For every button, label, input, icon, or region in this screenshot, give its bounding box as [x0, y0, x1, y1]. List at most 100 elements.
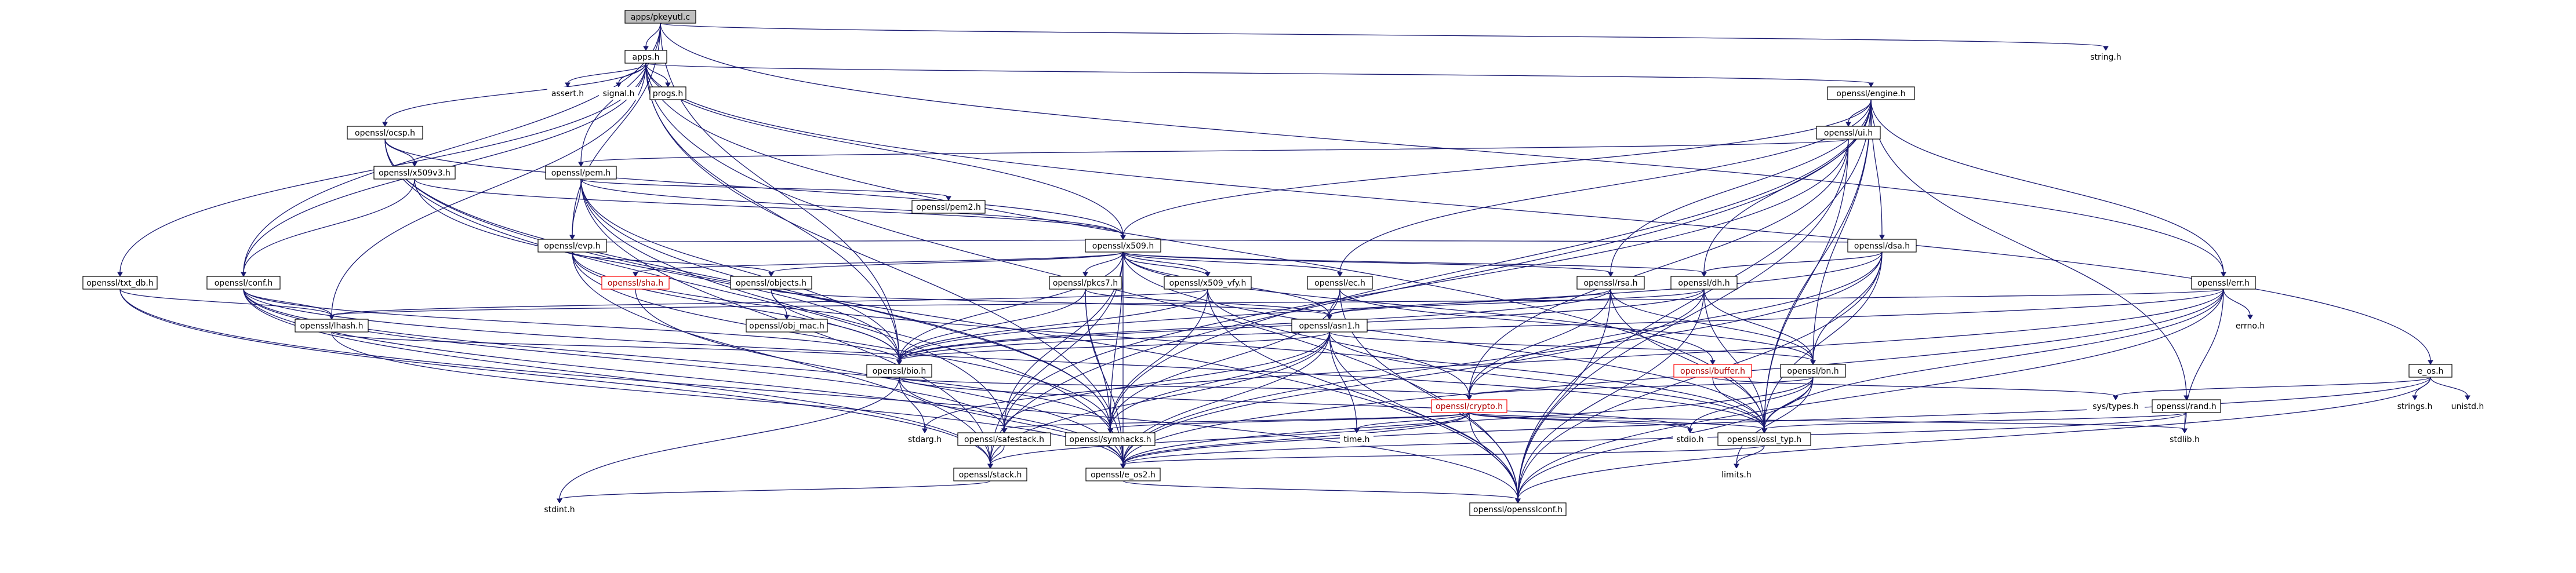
node-apps[interactable]: apps.h [624, 50, 667, 64]
edge-dsa-to-bio [896, 251, 1883, 366]
edge-ui-to-pem [578, 138, 1849, 167]
node-label-stdarg: stdarg.h [908, 435, 942, 444]
node-eos[interactable]: e_os.h [2408, 364, 2453, 378]
edge-eos-to-opensslconf [1515, 377, 2431, 504]
node-symhacks[interactable]: openssl/symhacks.h [1065, 432, 1156, 446]
edge-apps-to-engine [645, 63, 1874, 88]
edge-asn1-to-bn [1329, 331, 1816, 366]
node-x509vfy[interactable]: openssl/x509_vfy.h [1164, 276, 1252, 290]
node-buffer[interactable]: openssl/buffer.h [1673, 364, 1752, 378]
node-label-time: time.h [1344, 435, 1370, 444]
edge-stack-to-stdint [557, 480, 991, 504]
edge-bio-to-stdint [557, 377, 900, 504]
node-err[interactable]: openssl/err.h [2191, 276, 2256, 290]
edge-x509-to-sha [633, 251, 1124, 278]
node-string: string.h [2084, 50, 2127, 63]
node-label-rsa: openssl/rsa.h [1583, 279, 1637, 288]
node-pem[interactable]: openssl/pem.h [545, 166, 617, 180]
edge-lhash-to-eos2 [331, 331, 1126, 469]
node-rsa[interactable]: openssl/rsa.h [1576, 276, 1645, 290]
node-label-opensslconf: openssl/opensslconf.h [1473, 505, 1563, 514]
edge-x509-to-ec [1122, 251, 1343, 278]
node-asn1[interactable]: openssl/asn1.h [1291, 319, 1368, 333]
node-label-osttyp: openssl/ossl_typ.h [1727, 435, 1801, 444]
edge-apps-to-ocsp [382, 63, 646, 127]
edge-osttyp-to-limits [1734, 445, 1765, 469]
node-eos2[interactable]: openssl/e_os2.h [1085, 468, 1161, 481]
node-sha[interactable]: openssl/sha.h [601, 276, 670, 290]
node-crypto[interactable]: openssl/crypto.h [1431, 399, 1507, 413]
node-txtdb[interactable]: openssl/txt_db.h [82, 276, 158, 290]
node-pkcs7[interactable]: openssl/pkcs7.h [1049, 276, 1122, 290]
node-safestack[interactable]: openssl/safestack.h [957, 432, 1051, 446]
node-label-err: openssl/err.h [2197, 279, 2250, 288]
node-label-rand: openssl/rand.h [2156, 402, 2217, 411]
node-ocsp[interactable]: openssl/ocsp.h [347, 126, 423, 140]
node-label-txtdb: openssl/txt_db.h [86, 279, 154, 288]
node-x509v3[interactable]: openssl/x509v3.h [373, 166, 456, 180]
edge-root-to-conf [241, 23, 661, 278]
edge-apps-to-eos2 [645, 63, 1126, 469]
node-stack[interactable]: openssl/stack.h [953, 468, 1027, 481]
node-objmac[interactable]: openssl/obj_mac.h [746, 319, 828, 333]
edge-asn1-to-stack [987, 331, 1330, 469]
node-label-engine: openssl/engine.h [1836, 89, 1905, 98]
node-time: time.h [1340, 433, 1374, 446]
node-dh[interactable]: openssl/dh.h [1670, 276, 1738, 290]
edge-dh-to-opensslconf [1515, 289, 1705, 504]
edge-asn1-to-symhacks [1107, 331, 1330, 434]
node-osttyp[interactable]: openssl/ossl_typ.h [1717, 432, 1811, 446]
edge-root-to-err [660, 23, 2226, 278]
node-stdint: stdint.h [541, 503, 578, 516]
node-objects[interactable]: openssl/objects.h [730, 276, 812, 290]
node-bn[interactable]: openssl/bn.h [1780, 364, 1846, 378]
edge-root-to-apps [643, 23, 661, 52]
node-errno: errno.h [2232, 319, 2268, 332]
edge-crypto-to-stdlib [1469, 412, 2188, 434]
node-conf[interactable]: openssl/conf.h [206, 276, 281, 290]
edge-crypto-to-symhacks [1107, 412, 1470, 434]
edge-x509-to-dsa [1122, 238, 1885, 244]
node-label-evp: openssl/evp.h [544, 242, 600, 251]
edge-bio-to-stdarg [899, 377, 928, 434]
edge-err-to-errno [2223, 289, 2253, 320]
node-label-objmac: openssl/obj_mac.h [749, 322, 824, 331]
node-ec[interactable]: openssl/ec.h [1307, 276, 1373, 290]
edge-sha-to-eos2 [635, 289, 1126, 469]
node-signal: signal.h [599, 87, 638, 100]
edge-engine-to-ec [1337, 99, 1872, 278]
node-evp[interactable]: openssl/evp.h [537, 239, 607, 253]
node-pem2[interactable]: openssl/pem2.h [911, 200, 986, 214]
edge-rand-to-osttyp [1761, 412, 2187, 434]
edge-root-to-bio [660, 23, 902, 366]
node-dsa[interactable]: openssl/dsa.h [1847, 239, 1917, 253]
node-ui[interactable]: openssl/ui.h [1816, 126, 1881, 140]
node-lhash[interactable]: openssl/lhash.h [295, 319, 369, 333]
edge-asn1-to-opensslconf [1329, 331, 1521, 504]
node-label-eos: e_os.h [2418, 367, 2444, 376]
node-label-limits: limits.h [1721, 470, 1751, 480]
edge-err-to-lhash [329, 289, 2224, 320]
node-label-sha: openssl/sha.h [608, 279, 663, 288]
edge-pem-to-evp [569, 178, 582, 240]
edge-evp-to-objects [572, 251, 774, 278]
edge-pem-to-x509 [580, 178, 1126, 240]
node-opensslconf[interactable]: openssl/opensslconf.h [1469, 502, 1567, 516]
node-stdlib: stdlib.h [2166, 433, 2203, 446]
node-x509[interactable]: openssl/x509.h [1085, 239, 1161, 253]
node-label-signal: signal.h [603, 89, 635, 98]
edge-crypto-to-stdio [1469, 412, 1693, 434]
node-rand[interactable]: openssl/rand.h [2152, 399, 2221, 413]
node-engine[interactable]: openssl/engine.h [1827, 86, 1915, 100]
edge-txtdb-to-lhash [119, 289, 335, 320]
edge-engine-to-err [1870, 99, 2226, 278]
node-bio[interactable]: openssl/bio.h [866, 364, 932, 378]
node-label-x509v3: openssl/x509v3.h [379, 169, 450, 178]
node-label-stack: openssl/stack.h [959, 470, 1022, 480]
node-label-stdlib: stdlib.h [2170, 435, 2200, 444]
edge-conf-to-safestack [243, 289, 1007, 434]
node-progs[interactable]: progs.h [649, 86, 686, 100]
node-strings: strings.h [2393, 400, 2436, 413]
node-root[interactable]: apps/pkeyutl.c [624, 10, 696, 24]
